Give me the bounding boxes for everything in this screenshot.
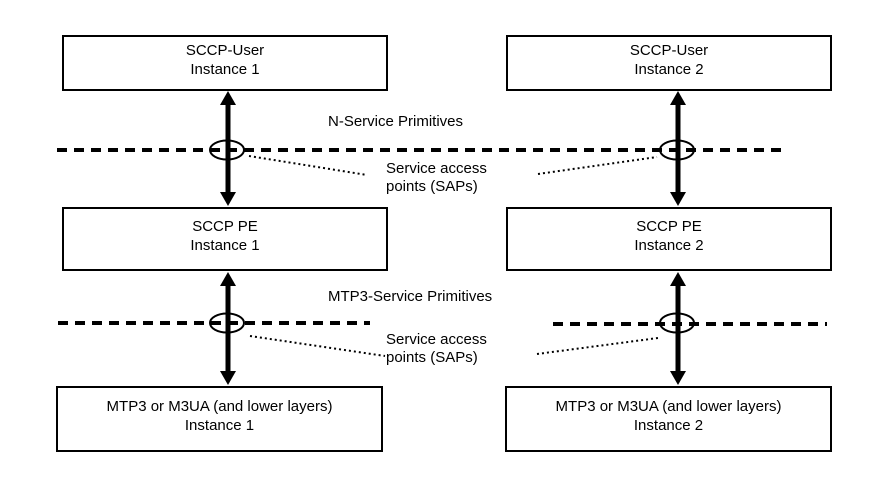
sap-leader-line-lower-left	[249, 335, 386, 357]
sap-leader-line-lower-right	[536, 337, 659, 355]
label-line: Service access	[386, 160, 487, 177]
box-subtitle: Instance 1	[190, 61, 260, 78]
box-title: SCCP PE	[192, 218, 258, 235]
label-line: points (SAPs)	[386, 178, 478, 195]
box-subtitle: Instance 1	[190, 237, 260, 254]
sap-leader-line-upper-left	[248, 155, 368, 176]
double-arrow-sccp-pe-1-to-mtp3-1	[220, 272, 236, 385]
box-title: SCCP-User	[629, 42, 709, 59]
box-title: SCCP PE	[636, 218, 702, 235]
box-mtp3-m3ua-instance-1: MTP3 or M3UA (and lower layers) Instance…	[56, 386, 383, 452]
box-mtp3-m3ua-instance-2: MTP3 or M3UA (and lower layers) Instance…	[505, 386, 832, 452]
label-n-service-primitives: N-Service Primitives	[328, 113, 464, 130]
label-mtp3-service-primitives: MTP3-Service Primitives	[328, 288, 493, 305]
label-line: points (SAPs)	[386, 349, 478, 366]
double-arrow-sccp-pe-2-to-mtp3-2	[670, 272, 686, 385]
double-arrow-sccp-user-1-to-sccp-pe-1	[220, 91, 236, 206]
label-line: Service access	[386, 331, 487, 348]
box-sccp-pe-instance-1: SCCP PE Instance 1	[62, 207, 388, 271]
box-sccp-user-instance-2: SCCP-User Instance 2	[506, 35, 832, 91]
box-title: MTP3 or M3UA (and lower layers)	[106, 398, 333, 415]
box-subtitle: Instance 2	[634, 237, 704, 254]
box-title: MTP3 or M3UA (and lower layers)	[555, 398, 782, 415]
box-title: SCCP-User	[185, 42, 265, 59]
label-service-access-points-upper: Service access points (SAPs)	[386, 160, 487, 196]
box-subtitle: Instance 2	[634, 61, 704, 78]
box-sccp-pe-instance-2: SCCP PE Instance 2	[506, 207, 832, 271]
box-subtitle: Instance 2	[633, 417, 704, 434]
double-arrow-sccp-user-2-to-sccp-pe-2	[670, 91, 686, 206]
label-service-access-points-lower: Service access points (SAPs)	[386, 331, 487, 367]
box-sccp-user-instance-1: SCCP-User Instance 1	[62, 35, 388, 91]
sap-leader-line-upper-right	[537, 156, 658, 175]
box-subtitle: Instance 1	[184, 417, 255, 434]
